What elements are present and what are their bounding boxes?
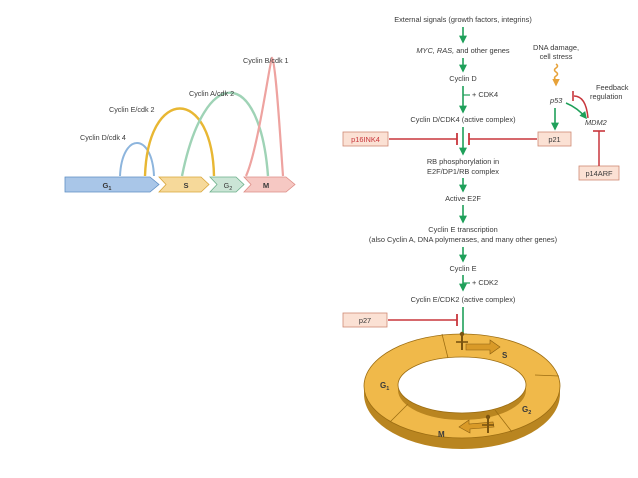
dna-damage-line2: cell stress bbox=[540, 52, 573, 61]
p27-label: p27 bbox=[359, 316, 371, 325]
phase-g2-label: G bbox=[224, 181, 230, 190]
ring-label-m: M bbox=[438, 430, 445, 439]
checkpoint-figure-top bbox=[456, 331, 468, 350]
svg-text:G2: G2 bbox=[224, 181, 233, 192]
phase-g1-label: G bbox=[103, 181, 109, 190]
p21-box bbox=[537, 131, 572, 147]
p27-box bbox=[342, 312, 388, 328]
ring-label-g1-main: G bbox=[380, 381, 386, 390]
phase-m: M bbox=[243, 176, 296, 193]
phase-g2-sub: 2 bbox=[229, 186, 232, 192]
p53-text: p53 bbox=[549, 96, 563, 105]
active-e2f-text: Active E2F bbox=[445, 194, 481, 203]
ring-divider-s-g2 bbox=[534, 374, 560, 377]
ring-hole bbox=[397, 356, 527, 414]
ring-divider-g2-m bbox=[494, 409, 513, 433]
ring-label-g1-sub: 1 bbox=[386, 386, 389, 392]
arc-cyclin-a bbox=[180, 91, 270, 177]
arc-label-cyclin-e: Cyclin E/cdk 2 bbox=[109, 105, 155, 114]
rb-line2: E2F/DP1/RB complex bbox=[427, 167, 499, 176]
rb-line1: RB phosphorylation in bbox=[427, 157, 499, 166]
arc-cyclin-b bbox=[245, 56, 285, 177]
checkpoint-figure-bottom bbox=[482, 414, 494, 433]
feedback-line2: regulation bbox=[590, 92, 622, 101]
p14arf-label: p14ARF bbox=[585, 169, 613, 178]
complex-d-text: Cyclin D/CDK4 (active complex) bbox=[410, 115, 515, 124]
p16ink4-label: p16INK4 bbox=[351, 135, 380, 144]
myc-ras-italic: MYC, RAS, bbox=[416, 46, 454, 55]
phase-g1-sub: 1 bbox=[108, 186, 111, 192]
svg-text:G1: G1 bbox=[103, 181, 112, 192]
squiggle-dna-to-p53 bbox=[552, 63, 560, 87]
myc-ras-text: MYC, RAS, and other genes bbox=[416, 46, 510, 55]
ring-label-g2: G2 bbox=[522, 405, 531, 416]
ring-label-g1: G1 bbox=[380, 381, 389, 392]
ring-divider-m-g1 bbox=[389, 403, 409, 423]
phase-s-label: S bbox=[183, 181, 188, 190]
feedback-line1: Feedback bbox=[596, 83, 629, 92]
mdm2-text: MDM2 bbox=[585, 118, 607, 127]
cyclin-e-text: Cyclin E bbox=[449, 264, 476, 273]
complex-e-text: Cyclin E/CDK2 (active complex) bbox=[411, 295, 516, 304]
plus-cdk2-text: + CDK2 bbox=[472, 278, 498, 287]
mdm2-feedback-inhibit bbox=[573, 95, 589, 119]
regulatory-pathway: External signals (growth factors, integr… bbox=[342, 15, 629, 342]
cyclin-d-text: Cyclin D bbox=[449, 74, 477, 83]
transcription-line2: (also Cyclin A, DNA polymerases, and man… bbox=[369, 235, 557, 244]
ring-divider-g1-s bbox=[441, 333, 449, 359]
arc-label-cyclin-d: Cyclin D/cdk 4 bbox=[80, 133, 126, 142]
phase-s: S bbox=[158, 176, 210, 193]
arc-label-cyclin-a: Cyclin A/cdk 2 bbox=[189, 89, 234, 98]
arc-label-cyclin-b: Cyclin B/cdk 1 bbox=[243, 56, 289, 65]
phase-m-label: M bbox=[263, 181, 269, 190]
dna-damage-line1: DNA damage, bbox=[533, 43, 579, 52]
phase-g1: G1 bbox=[64, 176, 160, 193]
p21-label: p21 bbox=[548, 135, 560, 144]
external-signals-text: External signals (growth factors, integr… bbox=[394, 15, 532, 24]
ring-label-g2-main: G bbox=[522, 405, 528, 414]
arc-cyclin-d bbox=[119, 142, 155, 177]
cell-cycle-ring: S G1 G2 M bbox=[363, 331, 561, 449]
transcription-line1: Cyclin E transcription bbox=[428, 225, 497, 234]
arc-cyclin-e bbox=[143, 107, 216, 177]
cyclin-timeline: Cyclin D/cdk 4 Cyclin E/cdk 2 Cyclin A/c… bbox=[64, 56, 296, 193]
ring-label-s: S bbox=[502, 351, 508, 360]
ring-label-g2-sub: 2 bbox=[528, 410, 531, 416]
p16ink4-box bbox=[342, 131, 389, 147]
ring-arrow-top bbox=[465, 339, 501, 355]
myc-ras-rest: and other genes bbox=[454, 46, 510, 55]
arrow-p53-to-mdm2 bbox=[565, 102, 587, 120]
phase-g2: G2 bbox=[209, 176, 245, 193]
plus-cdk4-text: + CDK4 bbox=[472, 90, 498, 99]
